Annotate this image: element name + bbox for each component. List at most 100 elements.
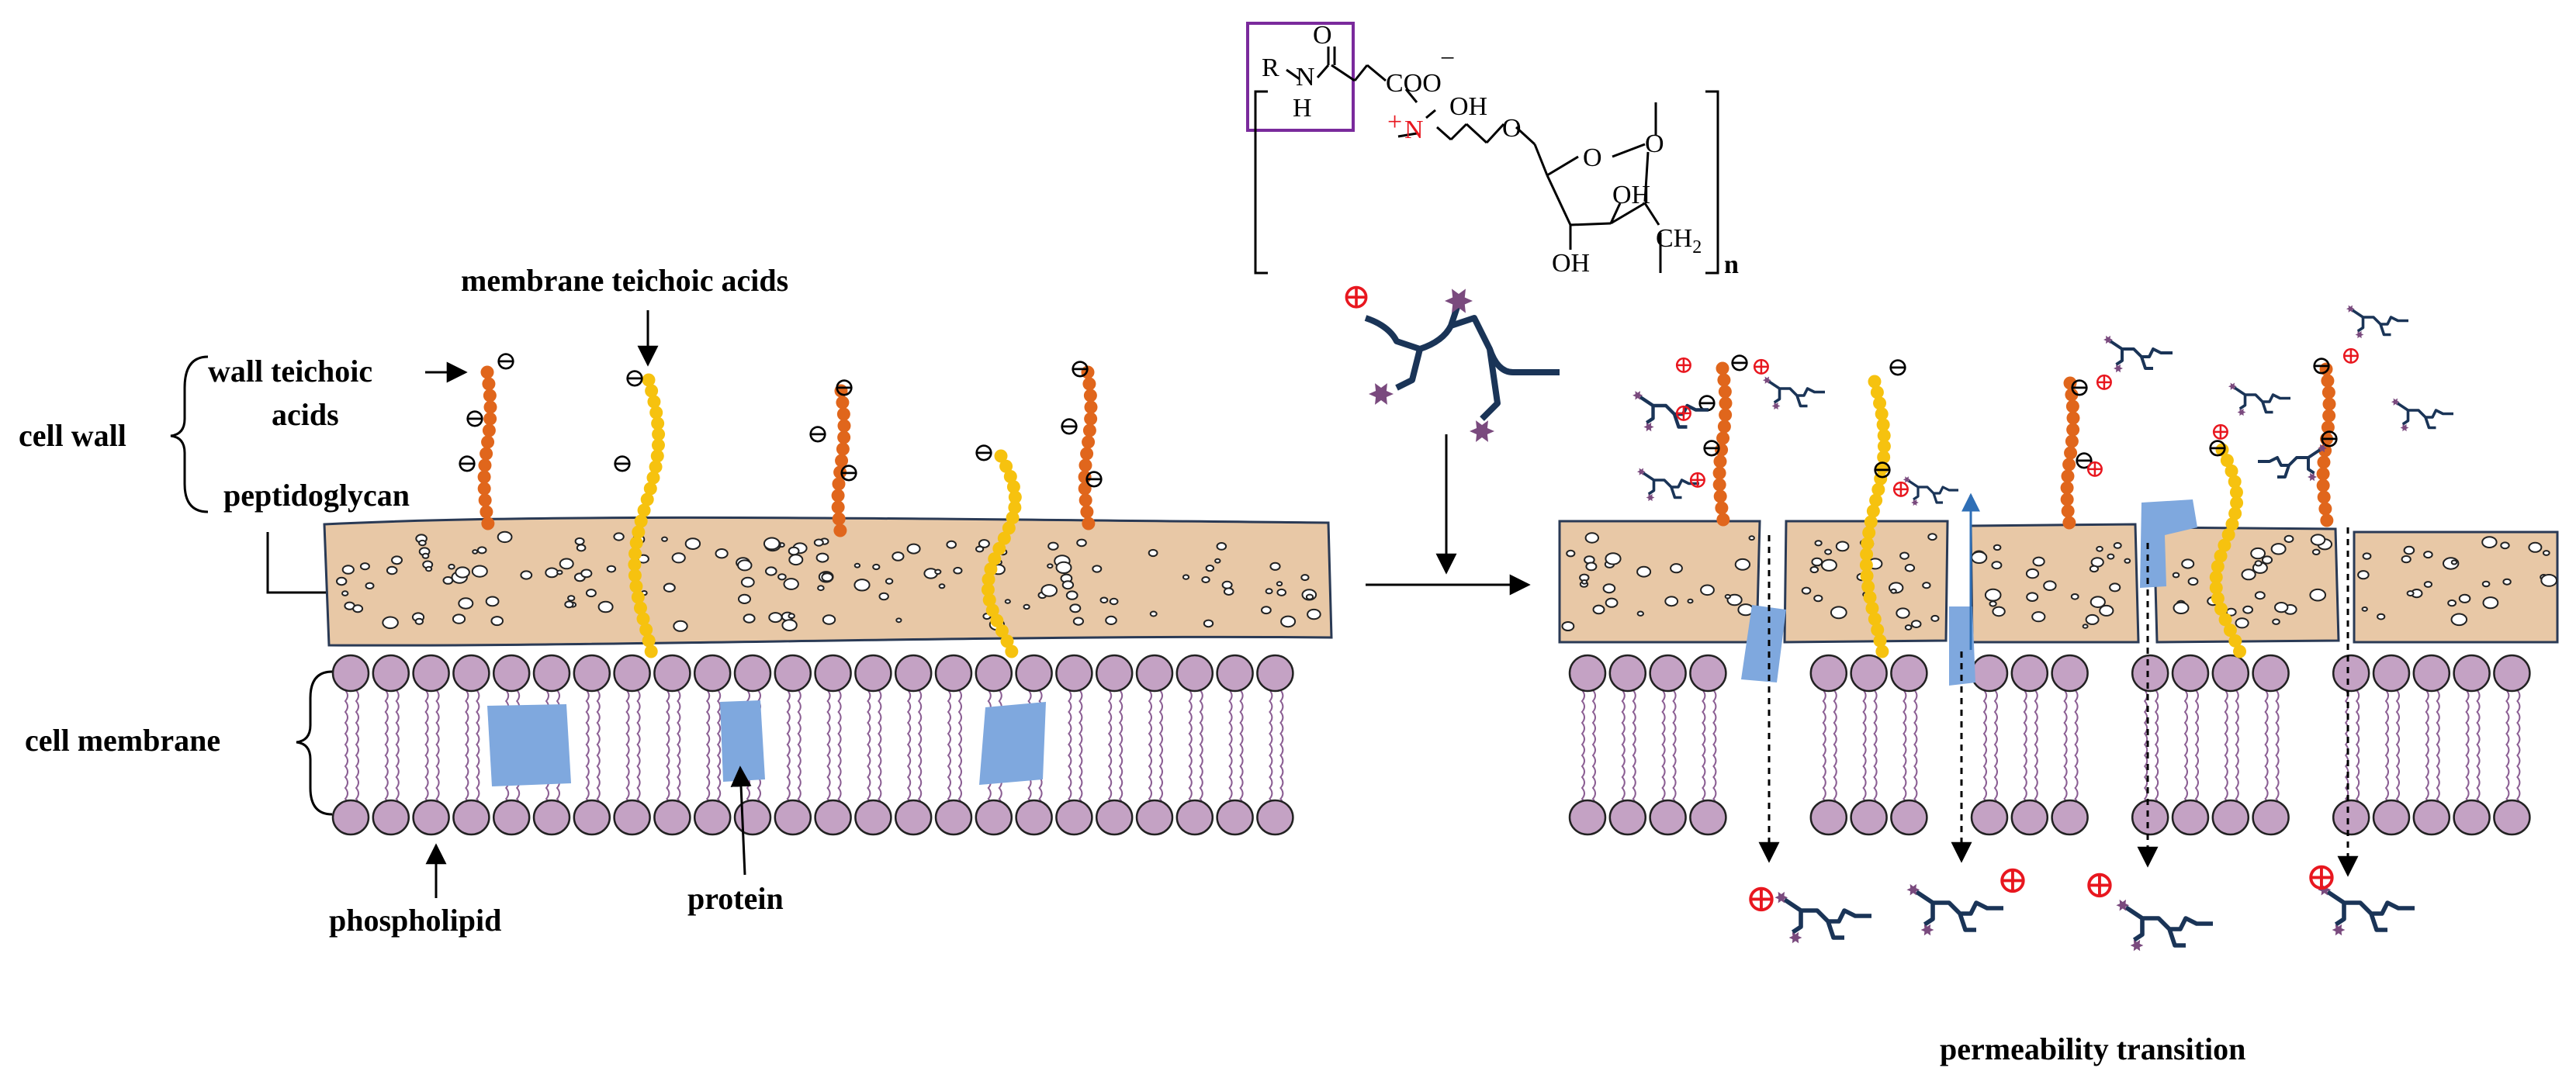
lipid-tail [1903, 689, 1907, 810]
teichoic-bead [2230, 496, 2244, 510]
peptidoglycan-speck [1148, 548, 1158, 558]
peptidoglycan-speck [1890, 588, 1897, 594]
polymer-chain [2397, 402, 2454, 430]
phospholipid-head [733, 654, 772, 693]
wall-teichoic-acids-label-1: wall teichoic [208, 354, 372, 389]
polymer-star [1646, 493, 1655, 502]
teichoic-bead [1713, 489, 1727, 503]
teichoic-bead [1874, 472, 1888, 485]
peptidoglycan-speck [576, 544, 587, 552]
peptidoglycan-speck [1664, 596, 1679, 607]
cationic-polymer [1762, 376, 1826, 410]
phospholipid-head [1095, 654, 1134, 693]
teichoic-bead [478, 458, 492, 472]
polymer-chain [2124, 905, 2213, 948]
positive-charge: ⊕ [1891, 475, 1912, 503]
teichoic-bead [482, 423, 496, 437]
cell-membrane-right [1568, 654, 2531, 836]
polymer-star [2400, 423, 2409, 432]
r-group: R [1262, 54, 1279, 82]
o-carbonyl: O [1313, 21, 1332, 50]
peptidoglycan-speck [2025, 568, 2040, 579]
teichoic-bead [1712, 478, 1726, 492]
teichoic-bead [1861, 579, 1875, 593]
polymer-star [2130, 939, 2144, 952]
phospholipid-head [1568, 654, 1607, 693]
teichoic-bead [832, 477, 846, 491]
peptidoglycan-speck [1700, 584, 1715, 596]
teichoic-bead [1866, 504, 1880, 518]
peptidoglycan-speck [545, 567, 559, 579]
peptidoglycan-speck [777, 573, 787, 581]
cationic-polymer [1636, 468, 1700, 502]
phospholipid-head [934, 799, 973, 836]
negative-charge: ⊖ [807, 420, 829, 449]
teichoic-bead [643, 482, 657, 496]
teichoic-bead [1008, 490, 1022, 504]
membrane-proteins-left [487, 700, 1046, 786]
positive-charge: ⊕ [2094, 368, 2115, 396]
positive-charge: ⊕ [2305, 855, 2338, 898]
phospholipid-head [1568, 799, 1607, 836]
teichoic-bead [483, 389, 497, 403]
negative-charge: ⊖ [495, 347, 518, 376]
teichoic-bead [2209, 581, 2223, 595]
lipid-tail [1833, 689, 1837, 810]
teichoic-bead [1865, 601, 1879, 615]
phospholipid-head [1055, 654, 1093, 693]
peptidoglycan-speck [1813, 594, 1823, 603]
phospholipid-head [2051, 654, 2089, 693]
peptidoglycan-speck [783, 578, 799, 590]
peptidoglycan-speck [382, 616, 399, 630]
wall-teichoic-acid [1078, 365, 1098, 530]
repeat-n: n [1724, 251, 1739, 279]
lipid-tail [917, 689, 923, 810]
peptidoglycan-speck [1105, 615, 1117, 626]
cationic-polymer [2116, 899, 2213, 952]
teichoic-bead [1862, 526, 1876, 540]
protein-arrow [730, 765, 752, 876]
peptidoglycan-speck [352, 604, 364, 613]
wall-teichoic-acids-label-2: acids [272, 397, 339, 432]
teichoic-bead [1715, 443, 1729, 457]
teichoic-bead [2229, 485, 2243, 499]
peptidoglycan-speck [2242, 605, 2254, 614]
lipid-tail [797, 689, 802, 810]
peptidoglycan-speck [1214, 558, 1221, 564]
teichoic-bead [2214, 549, 2228, 563]
peptidoglycan-speck [1971, 551, 1988, 564]
phospholipid-head [2211, 799, 2250, 836]
teichoic-bead [836, 407, 850, 421]
peptidoglycan-speck [663, 582, 676, 593]
peptidoglycan-speck [2107, 553, 2115, 560]
polymer-star [1762, 376, 1771, 384]
teichoic-bead [2211, 560, 2225, 574]
phospholipid-head [693, 799, 732, 836]
positive-charge: ⊕ [1674, 351, 1695, 378]
phospholipid-head [1175, 654, 1214, 693]
peptidoglycan-speck [740, 576, 755, 588]
phospholipid-head [2493, 654, 2531, 693]
protein-fragment [2140, 499, 2197, 588]
peptidoglycan-speck [1809, 565, 1819, 574]
teichoic-bead [831, 500, 845, 514]
teichoic-bead [1082, 377, 1096, 391]
lipid-tail [2224, 689, 2228, 810]
negative-charge: ⊖ [2073, 447, 2096, 475]
phospholipid-head [2171, 799, 2210, 836]
lipid-tail [1982, 689, 1987, 810]
lipid-tail [878, 689, 882, 810]
polymer-star [1369, 383, 1394, 405]
teichoic-bead [482, 377, 496, 391]
polymer-star [1633, 391, 1643, 400]
lipid-tail [2355, 689, 2360, 810]
teichoic-bead [2225, 464, 2238, 478]
teichoic-bead [1082, 435, 1096, 449]
peptidoglycan-speck [813, 538, 824, 547]
cell-membrane-left [331, 654, 1294, 836]
negative-charge: ⊖ [1701, 434, 1723, 463]
membrane-teichoic-acid [2209, 443, 2247, 658]
peptidoglycan-speck [471, 565, 488, 578]
lipid-tail [2275, 689, 2280, 810]
teichoic-bead [994, 449, 1008, 463]
